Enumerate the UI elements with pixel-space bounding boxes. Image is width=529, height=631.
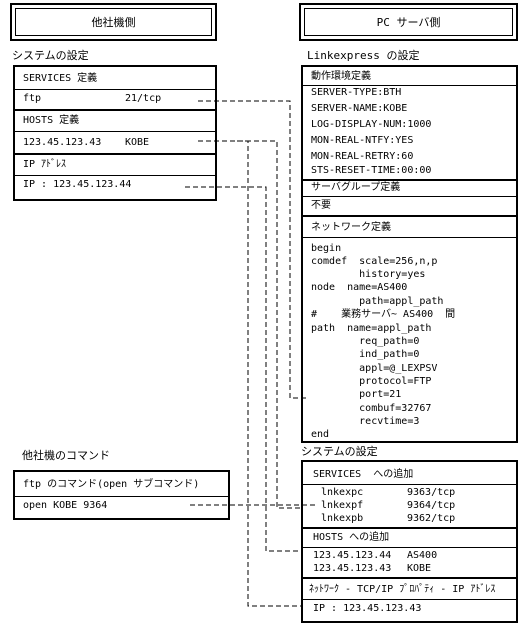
right-header-label: PC サーバ側 — [304, 8, 513, 36]
network-line: # 業務サーバ~ AS400 間 — [311, 309, 456, 320]
env-line: MON-REAL-RETRY:60 — [311, 151, 414, 162]
network-line: combuf=32767 — [311, 403, 432, 414]
commands-value: open KOBE 9364 — [23, 500, 108, 511]
add-hosts-address: 123.45.123.43 — [313, 563, 392, 574]
network-line: protocol=FTP — [311, 376, 432, 387]
server-group-title: サーバグループ定義 — [311, 182, 401, 193]
env-line: LOG-DISPLAY-NUM:1000 — [311, 119, 432, 130]
left-header-label: 他社機側 — [15, 8, 212, 36]
network-prop-value: IP : 123.45.123.43 — [313, 603, 422, 614]
hosts-address: 123.45.123.43 — [23, 137, 102, 148]
add-services-value: 9362/tcp — [407, 513, 456, 524]
hosts-host: KOBE — [125, 137, 150, 148]
hosts-title: HOSTS 定義 — [23, 115, 80, 126]
env-line: SERVER-NAME:KOBE — [311, 103, 408, 114]
network-line: history=yes — [311, 269, 426, 280]
right-section-title: Linkexpress の設定 — [307, 49, 420, 62]
add-hosts-title: HOSTS への追加 — [313, 532, 390, 543]
network-line: ind_path=0 — [311, 349, 420, 360]
connector-ip-44 — [185, 186, 303, 552]
add-hosts-host: KOBE — [407, 563, 432, 574]
connector-ip-43 — [237, 140, 303, 607]
add-hosts-host: AS400 — [407, 550, 438, 561]
services-value: 21/tcp — [125, 93, 162, 104]
add-services-title: SERVICES への追加 — [313, 469, 414, 480]
network-line: comdef scale=256,n,p — [311, 256, 438, 267]
ip-value: IP : 123.45.123.44 — [23, 179, 132, 190]
env-line: MON-REAL-NTFY:YES — [311, 135, 414, 146]
right-header: PC サーバ側 — [299, 3, 518, 41]
network-line: begin — [311, 243, 342, 254]
network-line: recvtime=3 — [311, 416, 420, 427]
network-line: path name=appl_path — [311, 323, 432, 334]
services-name: ftp — [23, 93, 42, 104]
network-line: port=21 — [311, 389, 402, 400]
left-config-box: SERVICES 定義 ftp 21/tcp HOSTS 定義 123.45.1… — [13, 65, 217, 201]
server-group-value: 不要 — [311, 200, 331, 211]
network-prop-title: ﾈｯﾄﾜｰｸ - TCP/IP ﾌﾟﾛﾊﾟﾃｨ - IP ｱﾄﾞﾚｽ — [309, 584, 496, 595]
add-services-name: lnkexpf — [321, 500, 364, 511]
env-title: 動作環境定義 — [311, 71, 371, 82]
network-line: appl=@_LEXPSV — [311, 363, 438, 374]
add-services-name: lnkexpb — [321, 513, 364, 524]
connector-port — [198, 100, 308, 399]
network-line: path=appl_path — [311, 296, 444, 307]
commands-title: ftp のコマンド(open サブコマンド) — [23, 479, 200, 490]
network-line: req_path=0 — [311, 336, 420, 347]
right-config-box: 動作環境定義 SERVER-TYPE:BTH SERVER-NAME:KOBE … — [301, 65, 518, 443]
connector-hosts — [198, 140, 303, 509]
env-line: STS-RESET-TIME:00:00 — [311, 165, 432, 176]
add-hosts-address: 123.45.123.44 — [313, 550, 392, 561]
commands-box: ftp のコマンド(open サブコマンド) open KOBE 9364 — [13, 470, 230, 520]
right-system-box: SERVICES への追加 lnkexpc 9363/tcp lnkexpf 9… — [301, 460, 518, 623]
left-section-title: システムの設定 — [12, 49, 89, 62]
env-line: SERVER-TYPE:BTH — [311, 87, 402, 98]
services-title: SERVICES 定義 — [23, 73, 98, 84]
commands-section-title: 他社機のコマンド — [22, 449, 110, 462]
left-header: 他社機側 — [10, 3, 217, 41]
network-line: end — [311, 429, 330, 440]
right-system-section-title: システムの設定 — [301, 445, 378, 458]
add-services-value: 9363/tcp — [407, 487, 456, 498]
add-services-name: lnkexpc — [321, 487, 364, 498]
ip-title: IP ｱﾄﾞﾚｽ — [23, 159, 67, 170]
network-title: ネットワーク定義 — [311, 222, 391, 233]
network-line: node name=AS400 — [311, 282, 408, 293]
add-services-value: 9364/tcp — [407, 500, 456, 511]
